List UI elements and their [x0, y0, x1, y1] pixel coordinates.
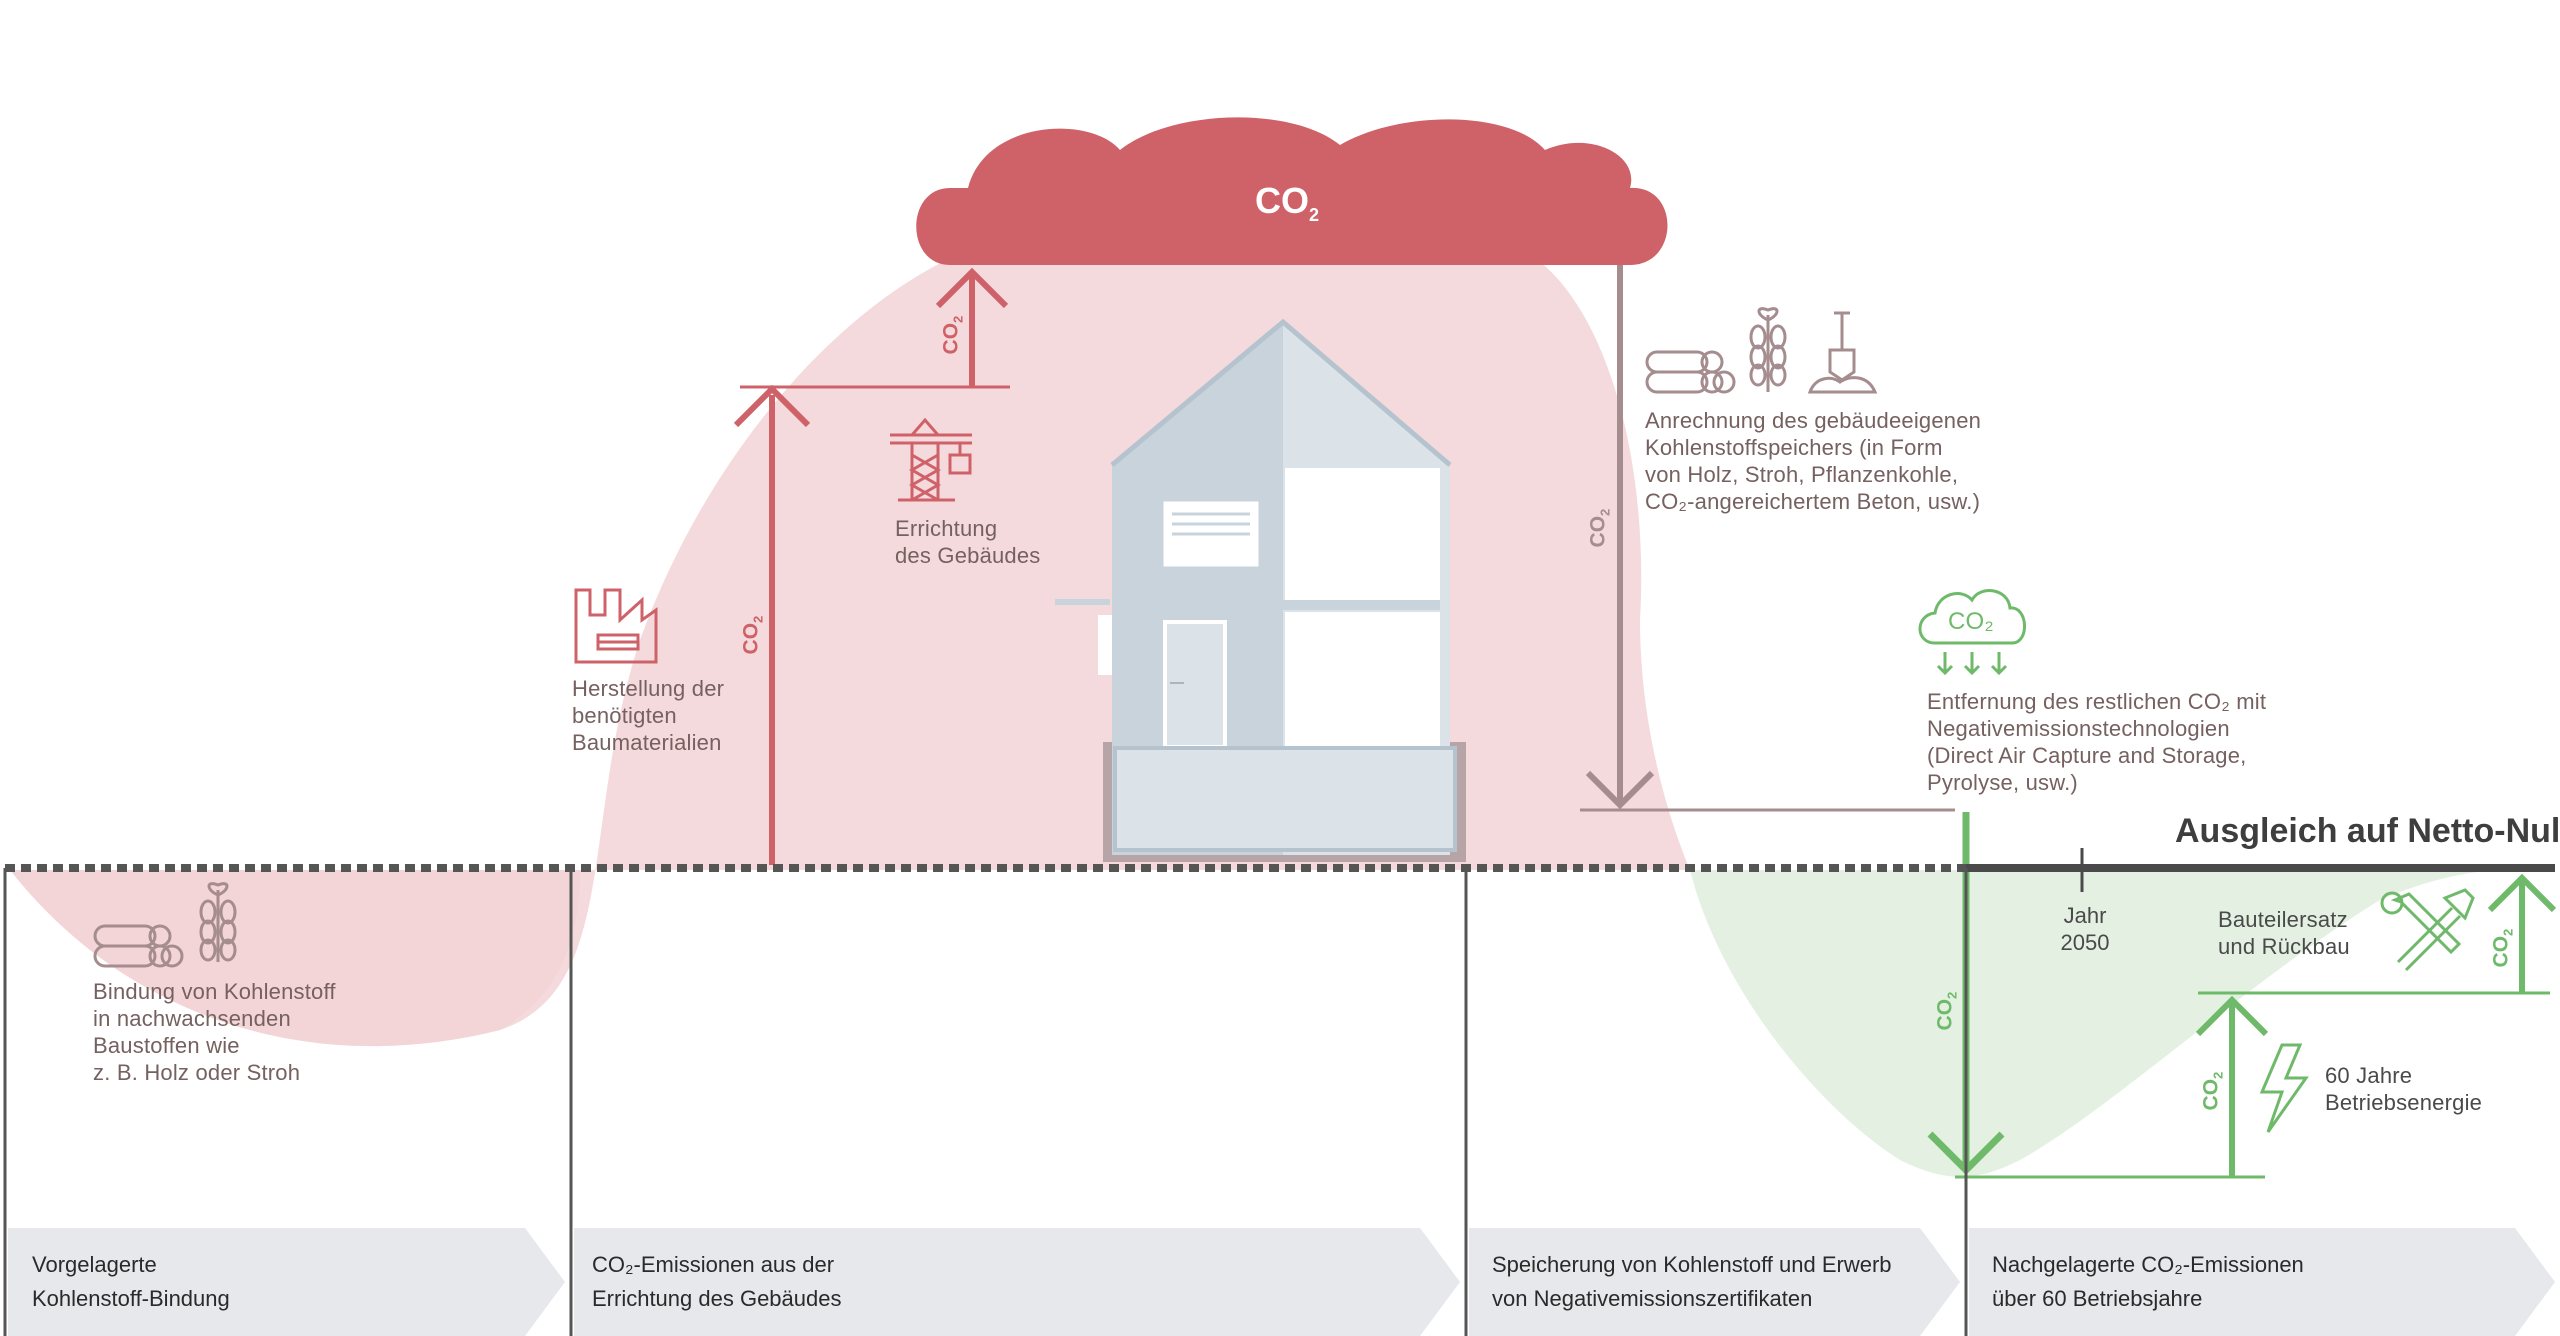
cloud-co2-label: CO2: [1255, 180, 1320, 226]
storage-logs-icon: [1645, 350, 1736, 394]
red-fade-area: [10, 870, 580, 1047]
operation-co2-label: CO2: [2199, 1071, 2226, 1111]
storage-arrow: [1585, 265, 1655, 810]
netzero-label: Ausgleich auf Netto-Null: [2175, 812, 2560, 850]
phase-bar-2: [574, 1228, 1460, 1336]
phase-bar-3: [1469, 1228, 1960, 1336]
removal-co2-label: CO2: [1933, 991, 1960, 1031]
co2-cloud-icon: [1918, 589, 2026, 676]
construction-arrow: [935, 267, 1009, 388]
co2-cloud: [916, 117, 1668, 265]
phase-bar-1: [8, 1228, 565, 1336]
wheat-icon: [199, 882, 237, 962]
removal-icon-text: CO₂: [1948, 608, 1994, 635]
construction-co2-label: CO2: [939, 315, 966, 355]
crane-icon: [890, 417, 972, 502]
storage-wheat-icon: [1749, 307, 1787, 392]
lightning-icon: [2259, 1043, 2309, 1133]
house-illustration: [1055, 318, 1466, 862]
operation-arrow: [2195, 995, 2269, 1177]
factory-icon: [574, 588, 658, 664]
production-arrow: [733, 384, 811, 865]
dismantle-co2-label: CO2: [2489, 928, 2516, 968]
green-storage-area: [1690, 868, 2545, 1177]
shovel-pile-icon: [1807, 311, 1878, 394]
phase-bar-4: [1969, 1228, 2555, 1336]
dismantle-arrow: [2487, 873, 2557, 993]
storage-co2-label: CO2: [1586, 508, 1613, 548]
wrench-hammer-icon: [2380, 888, 2475, 972]
production-co2-label: CO2: [739, 615, 766, 655]
logs-icon: [93, 924, 184, 968]
